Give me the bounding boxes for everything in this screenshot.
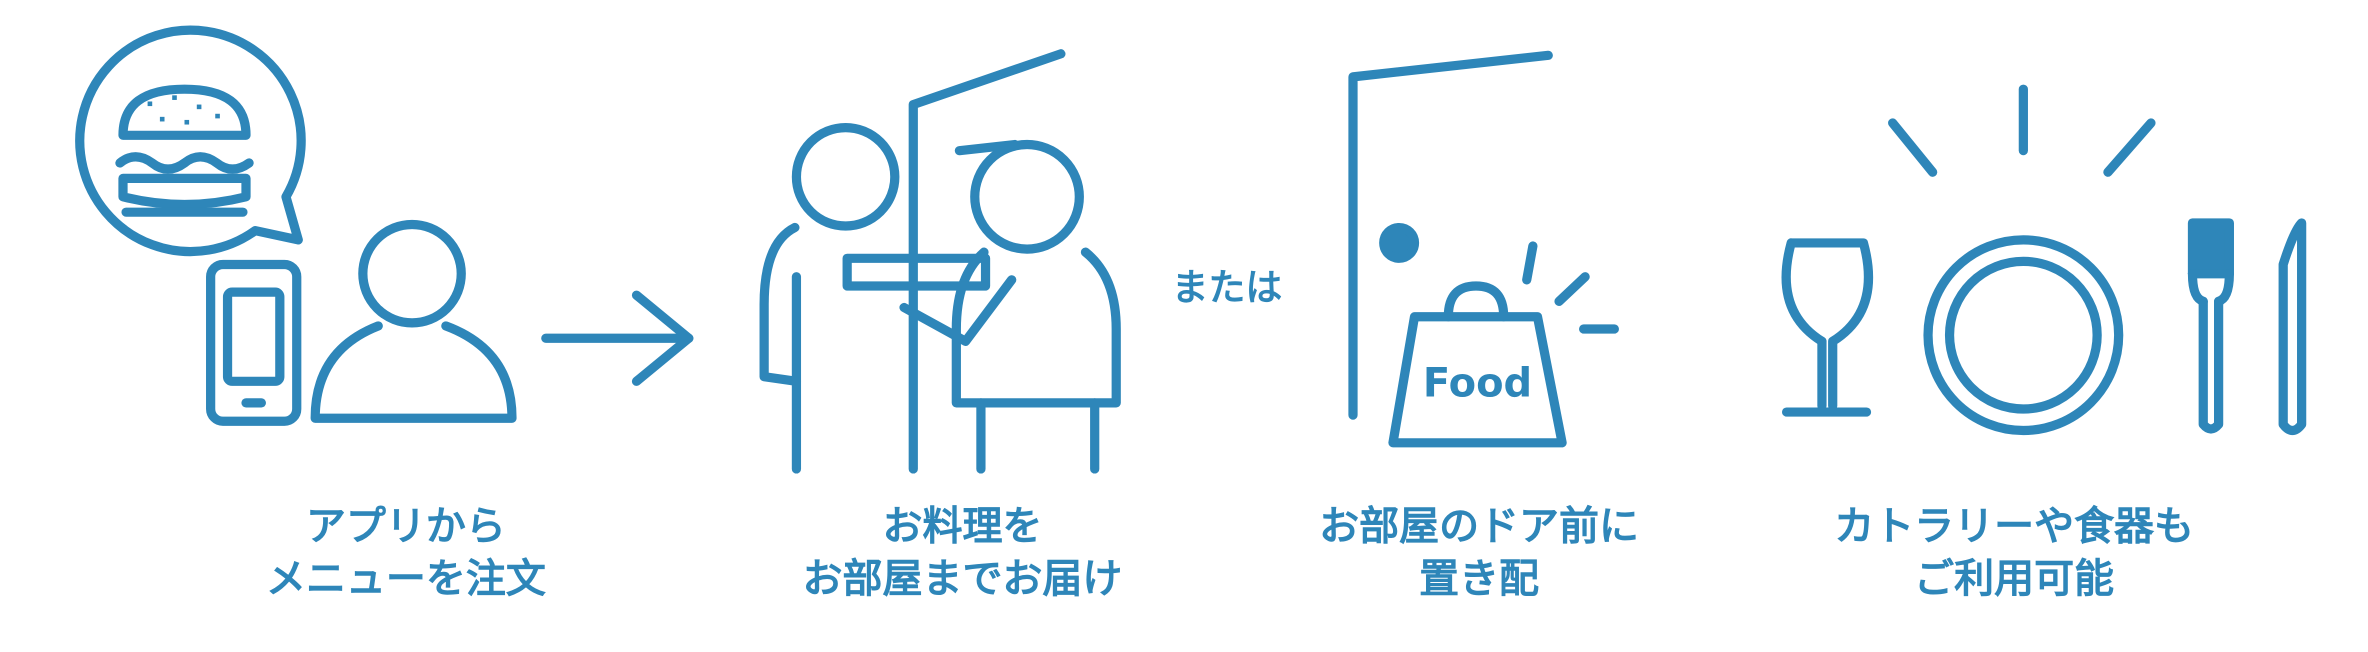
step-2-caption: お料理を お部屋までお届け <box>732 501 1193 606</box>
step-3-line-1: お部屋のドア前に <box>1319 504 1639 551</box>
step-4-line-1: カトラリーや食器も <box>1834 504 2195 551</box>
person-icon <box>310 219 517 423</box>
sparkle-lines-icon <box>1522 241 1619 334</box>
speech-bubble-icon <box>75 25 306 257</box>
guest-icon <box>759 123 900 474</box>
step-1-line-1: アプリから <box>305 504 506 551</box>
step-3-line-2: 置き配 <box>1419 556 1540 603</box>
order-app-illustration <box>75 25 517 426</box>
knife-icon <box>2278 218 2307 436</box>
staff-icon <box>899 139 1121 474</box>
step-1-line-2: メニューを注文 <box>265 556 546 603</box>
shine-lines-icon <box>1888 84 2156 177</box>
door-frame-icon <box>908 49 1066 474</box>
plate-icon <box>1923 235 2124 436</box>
step-4-line-2: ご利用可能 <box>1914 556 2115 603</box>
door-icon <box>1348 50 1553 420</box>
food-bag-label: Food <box>1423 361 1532 407</box>
food-tray-icon <box>842 253 991 291</box>
step-2-line-1: お料理を <box>882 504 1043 551</box>
food-bag-icon <box>1388 281 1567 448</box>
arrow-right-icon <box>541 290 694 386</box>
fork-icon <box>2187 218 2234 434</box>
room-delivery-illustration <box>759 49 1121 474</box>
step-2-line-2: お部屋までお届け <box>802 556 1123 603</box>
step-4-caption: カトラリーや食器も ご利用可能 <box>1784 501 2245 606</box>
door-drop-illustration <box>1348 50 1619 448</box>
wine-glass-icon <box>1781 238 1874 417</box>
tableware-illustration <box>1781 84 2307 436</box>
burger-icon <box>115 84 254 217</box>
step-3-caption: お部屋のドア前に 置き配 <box>1248 501 1709 606</box>
connector-label: または <box>1172 266 1283 309</box>
step-1-caption: アプリから メニューを注文 <box>175 501 636 606</box>
smartphone-icon <box>206 259 302 426</box>
